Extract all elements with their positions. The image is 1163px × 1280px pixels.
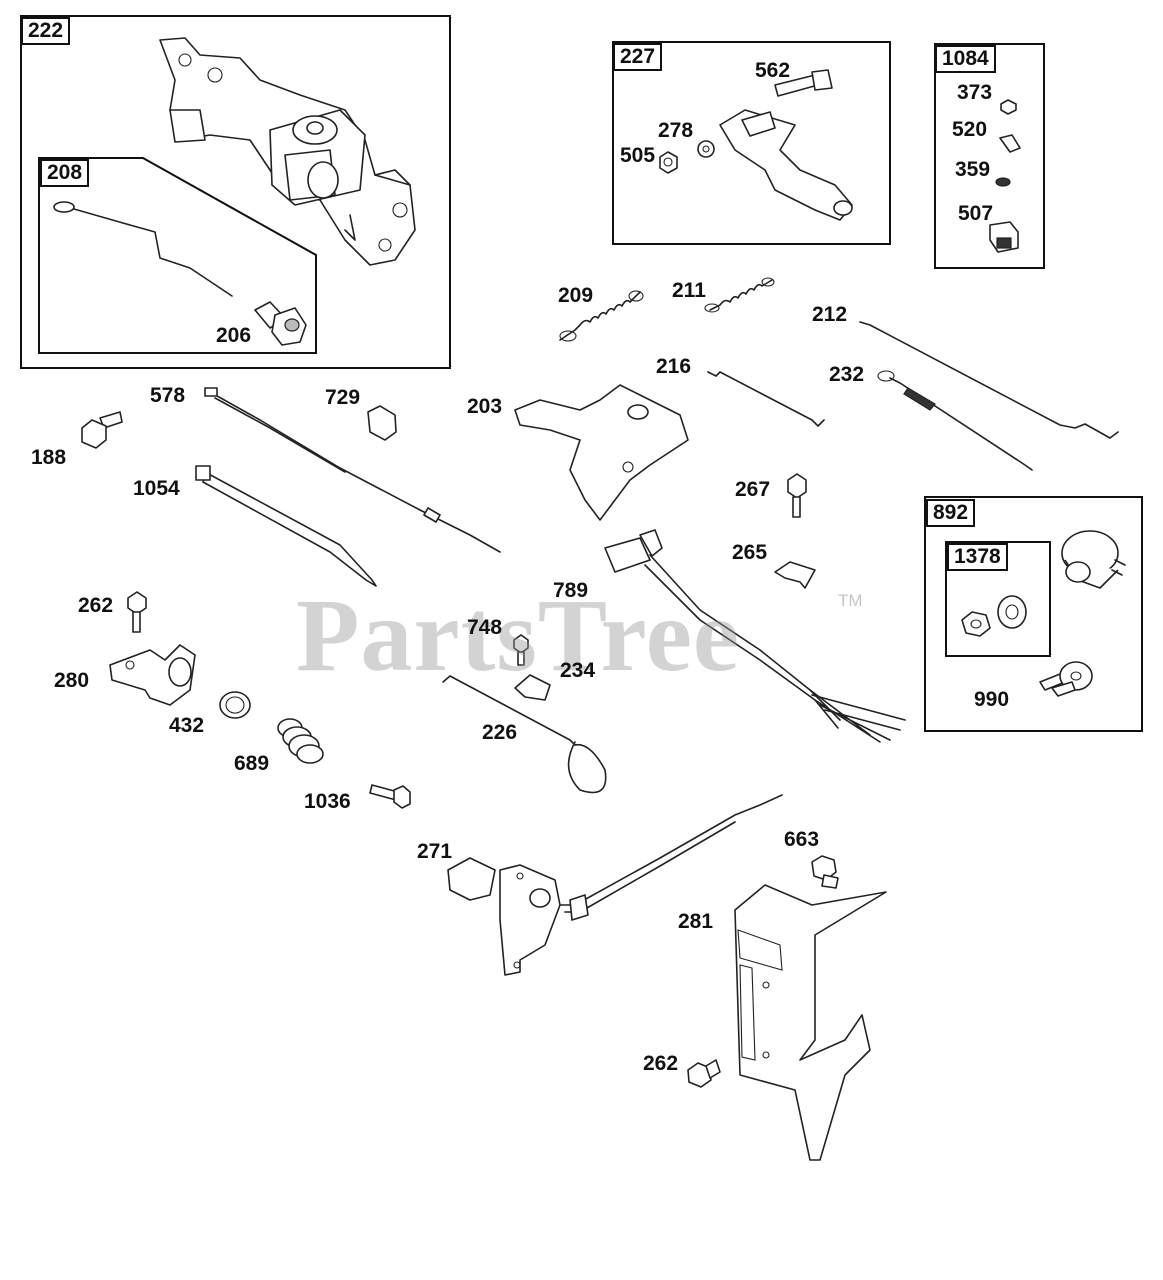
- part-578-cable: [204, 387, 501, 553]
- callout-206[interactable]: 206: [216, 324, 252, 347]
- group-frame-1084: [934, 43, 1045, 269]
- callout-281[interactable]: 281: [678, 910, 714, 933]
- part-1084-hardware: [989, 99, 1021, 253]
- group-label-208[interactable]: 208: [40, 159, 90, 187]
- group-label-1084[interactable]: 1084: [935, 45, 996, 73]
- part-265-clip: [774, 561, 816, 589]
- callout-507[interactable]: 507: [958, 202, 994, 225]
- callout-359[interactable]: 359: [955, 158, 991, 181]
- part-262-bolt-lower: [687, 1059, 721, 1088]
- part-208-link-rod: [53, 201, 233, 297]
- part-226-rod: [442, 675, 607, 794]
- part-1378-nut-washer: [961, 595, 1027, 637]
- part-432-bushing: [219, 691, 251, 719]
- callout-578[interactable]: 578: [150, 384, 186, 407]
- callout-505[interactable]: 505: [620, 144, 656, 167]
- part-206-knob: [254, 301, 307, 346]
- part-203-bracket: [514, 384, 689, 521]
- part-227-lever-assembly: [659, 69, 853, 221]
- part-262-bolt-left: [127, 591, 147, 633]
- callout-562[interactable]: 562: [755, 59, 791, 82]
- callout-209[interactable]: 209: [558, 284, 594, 307]
- part-1036-bolt: [369, 784, 411, 809]
- callout-432[interactable]: 432: [169, 714, 205, 737]
- callout-226[interactable]: 226: [482, 721, 518, 744]
- callout-216[interactable]: 216: [656, 355, 692, 378]
- callout-212[interactable]: 212: [812, 303, 848, 326]
- part-216-rod: [707, 371, 825, 427]
- part-280-bracket: [109, 644, 196, 706]
- part-748-bolt: [513, 634, 529, 666]
- part-729-clip: [367, 405, 397, 441]
- part-663-bolt: [811, 855, 839, 889]
- callout-1036[interactable]: 1036: [304, 790, 351, 813]
- group-frame-208: [38, 157, 317, 354]
- callout-234[interactable]: 234: [560, 659, 596, 682]
- callout-271[interactable]: 271: [417, 840, 453, 863]
- group-label-222[interactable]: 222: [21, 17, 71, 45]
- callout-265[interactable]: 265: [732, 541, 768, 564]
- part-892-ignition-switch: [1061, 530, 1126, 589]
- part-234-clip: [514, 674, 551, 701]
- part-209-spring: [559, 290, 644, 342]
- callout-729[interactable]: 729: [325, 386, 361, 409]
- part-267-bolt: [787, 473, 807, 518]
- part-271-throttle-control: [447, 794, 783, 976]
- group-frame-227: [612, 41, 891, 245]
- callout-232[interactable]: 232: [829, 363, 865, 386]
- group-label-892[interactable]: 892: [926, 499, 976, 527]
- callout-188[interactable]: 188: [31, 446, 67, 469]
- callout-280[interactable]: 280: [54, 669, 90, 692]
- part-212-rod: [859, 321, 1119, 439]
- callout-373[interactable]: 373: [957, 81, 993, 104]
- callout-1054[interactable]: 1054: [133, 477, 180, 500]
- part-789-wiring-harness: [604, 529, 906, 743]
- part-222-control-bracket: [159, 37, 416, 266]
- part-990-key: [1039, 661, 1093, 697]
- group-frame-1378: [945, 541, 1051, 657]
- part-1054-tie-strap: [195, 465, 377, 587]
- part-232-spring-rod: [877, 370, 1033, 471]
- callout-990[interactable]: 990: [974, 688, 1010, 711]
- group-label-1378[interactable]: 1378: [947, 543, 1008, 571]
- callout-689[interactable]: 689: [234, 752, 270, 775]
- part-689-spring: [277, 718, 324, 764]
- callout-211[interactable]: 211: [672, 279, 706, 302]
- callout-262-lower[interactable]: 262: [643, 1052, 679, 1075]
- callout-203[interactable]: 203: [467, 395, 503, 418]
- callout-663[interactable]: 663: [784, 828, 820, 851]
- callout-520[interactable]: 520: [952, 118, 988, 141]
- part-211-spring: [704, 277, 775, 313]
- callout-262-upper[interactable]: 262: [78, 594, 114, 617]
- watermark-trademark: TM: [838, 591, 863, 610]
- watermark: PartsTree: [296, 578, 741, 693]
- callout-278[interactable]: 278: [658, 119, 694, 142]
- group-frame-892: [924, 496, 1143, 732]
- callout-789[interactable]: 789: [553, 579, 589, 602]
- group-frame-222: [20, 15, 451, 369]
- callout-748[interactable]: 748: [467, 616, 503, 639]
- part-281-bracket: [734, 884, 887, 1161]
- callout-267[interactable]: 267: [735, 478, 771, 501]
- part-188-bolt: [81, 411, 123, 449]
- group-label-227[interactable]: 227: [613, 43, 663, 71]
